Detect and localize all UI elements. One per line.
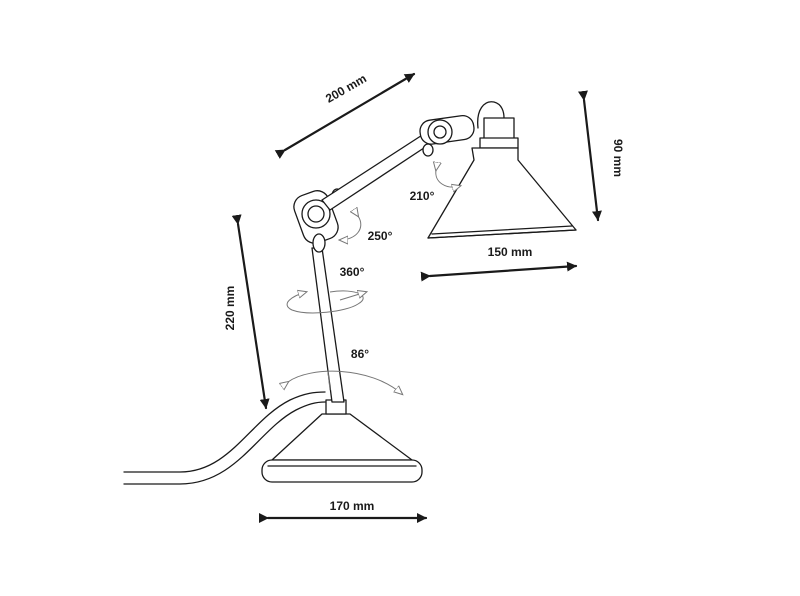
shade-joint xyxy=(419,114,475,157)
shade-joint-angle: 210° xyxy=(410,189,435,203)
lamp-socket xyxy=(483,117,515,141)
elbow-rotation-arrow xyxy=(340,216,362,240)
arm-length-label: 200 mm xyxy=(323,71,369,105)
lamp-illustration xyxy=(123,101,577,485)
labels: 200 mm 90 mm 150 mm 220 mm 170 mm 210° 2… xyxy=(223,71,625,513)
rotation-arrows xyxy=(287,170,460,394)
elbow-joint-angle: 250° xyxy=(368,229,393,243)
shade-width-arrow xyxy=(420,261,578,282)
shade-width-label: 150 mm xyxy=(488,245,533,259)
base-width-label: 170 mm xyxy=(330,499,375,513)
shade-height-arrow xyxy=(577,90,602,222)
shade-height-label: 90 mm xyxy=(611,139,625,177)
stem-height-arrow xyxy=(231,214,270,410)
power-cable-outline xyxy=(123,401,326,485)
arm-length-arrow xyxy=(274,72,416,159)
lamp-base-cone xyxy=(271,413,413,461)
base-tilt-arrow xyxy=(288,370,402,394)
stem-rotation-angle: 360° xyxy=(340,265,365,279)
dimension-arrows xyxy=(231,72,602,523)
lamp-shade xyxy=(427,147,577,239)
base-tilt-angle: 86° xyxy=(351,347,369,361)
lamp-base-plate xyxy=(261,459,423,483)
stem-height-label: 220 mm xyxy=(223,286,237,331)
shade-rotation-arrow xyxy=(436,170,460,187)
lamp-wire xyxy=(477,101,505,129)
